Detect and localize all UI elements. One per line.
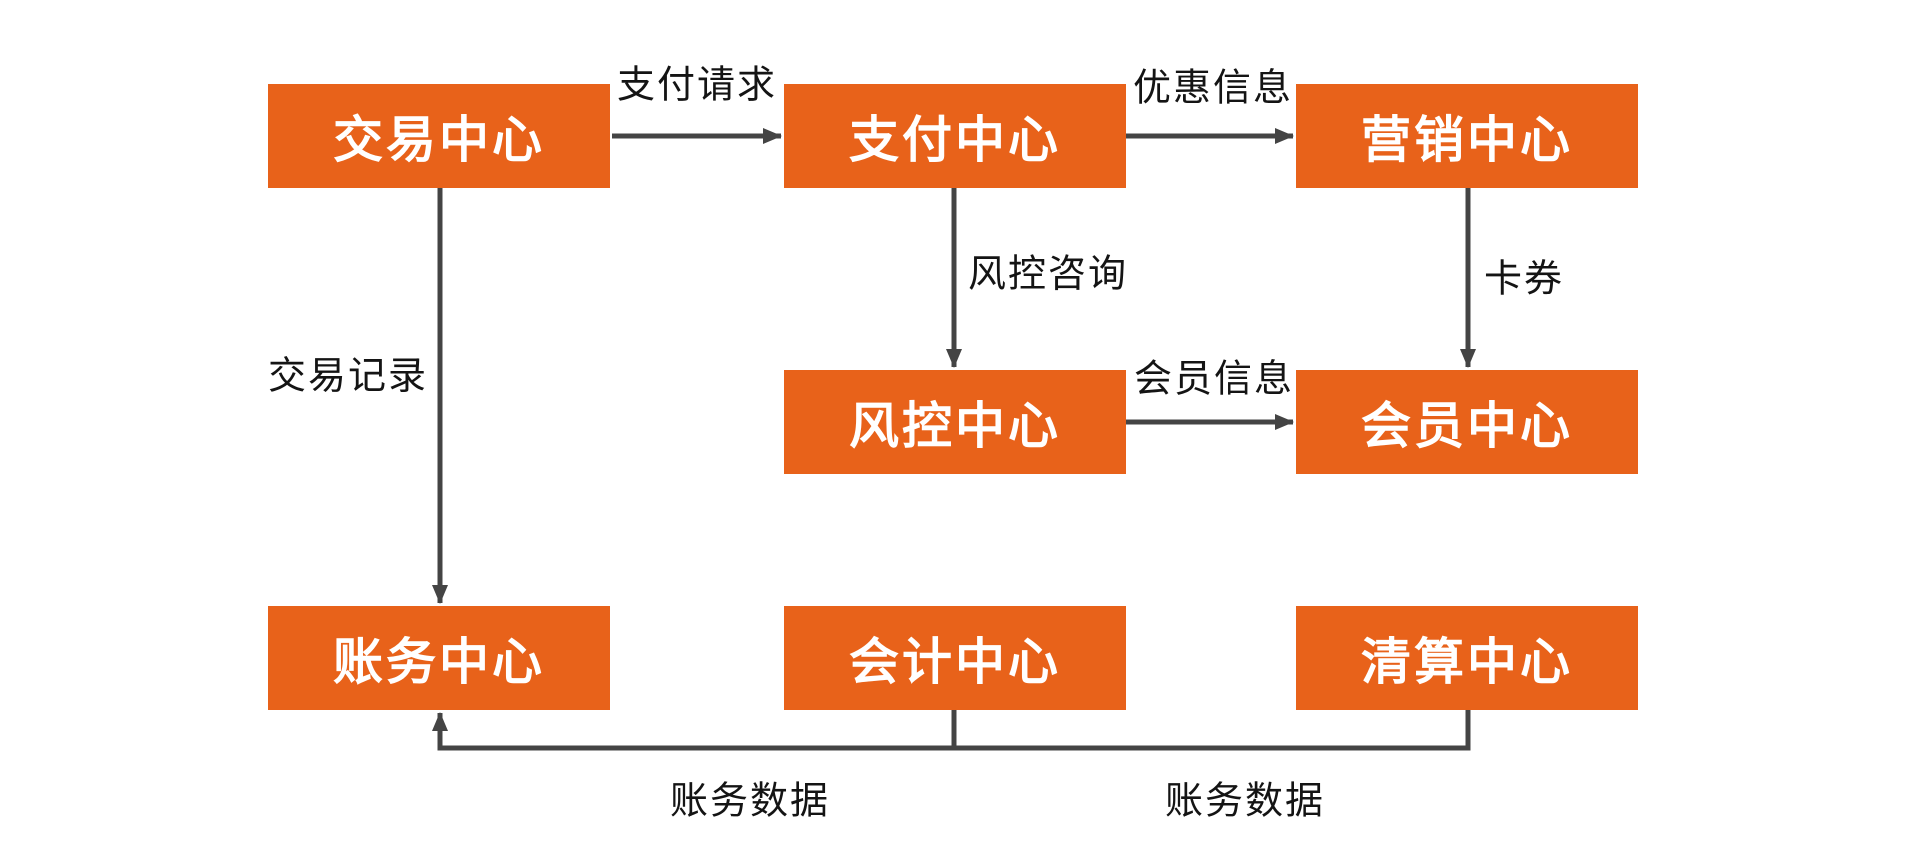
node-clearing-center: 清算中心: [1296, 606, 1638, 710]
edge-label-coupon: 卡券: [1483, 258, 1565, 301]
node-transaction-center: 交易中心: [268, 84, 610, 188]
node-accounting-center: 会计中心: [784, 606, 1126, 710]
edge-label-discount-info: 优惠信息: [1132, 67, 1294, 110]
edge-label-billing-data-left: 账务数据: [669, 780, 831, 823]
edge-label-transaction-record: 交易记录: [267, 355, 429, 398]
node-member-center: 会员中心: [1296, 370, 1638, 474]
node-risk-center: 风控中心: [784, 370, 1126, 474]
edge-label-payment-request: 支付请求: [616, 64, 778, 107]
edge-label-risk-consult: 风控咨询: [967, 253, 1129, 296]
edge-label-billing-data-right: 账务数据: [1164, 780, 1326, 823]
node-marketing-center: 营销中心: [1296, 84, 1638, 188]
edge-label-member-info: 会员信息: [1133, 358, 1295, 401]
node-billing-center: 账务中心: [268, 606, 610, 710]
node-payment-center: 支付中心: [784, 84, 1126, 188]
